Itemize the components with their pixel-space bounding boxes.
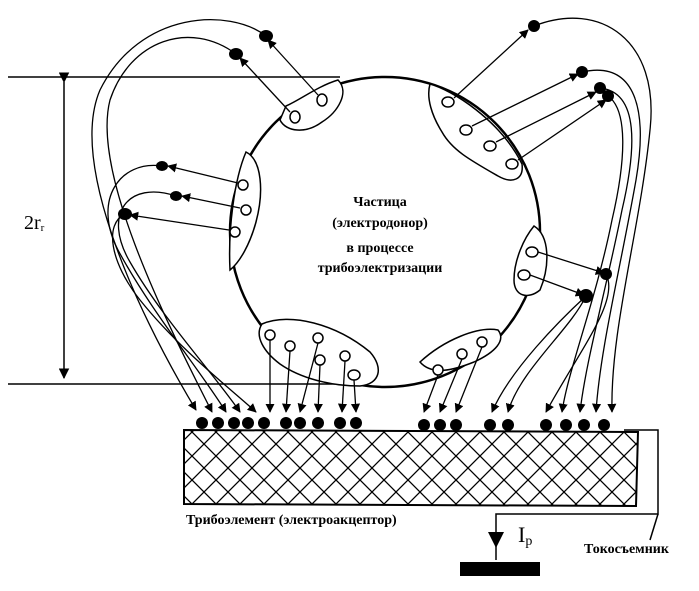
collector-pointer [649, 513, 659, 541]
trajectory-line [576, 87, 633, 413]
emission-arrows [129, 29, 607, 297]
filled-charge [312, 417, 324, 429]
filled-charge [294, 417, 306, 429]
filled-charge [450, 419, 462, 431]
diameter-label-main: 2r [24, 212, 41, 234]
filled-charge [228, 417, 240, 429]
filled-charge [434, 419, 446, 431]
current-label-main: I [518, 522, 526, 547]
filled-charge [540, 419, 552, 431]
trajectory-line [454, 346, 483, 413]
hollow-charge [229, 226, 241, 238]
trajectory-line [422, 374, 439, 413]
particle-label-line3: в процессе [346, 241, 414, 256]
trajectory-line [91, 19, 267, 411]
diameter-label: 2rr [24, 212, 44, 235]
hollow-charge [264, 329, 276, 341]
emission-arrow [517, 99, 607, 161]
emission-arrow [529, 274, 585, 297]
trajectory-line [106, 36, 237, 413]
filled-charge [484, 419, 496, 431]
hollow-charge [456, 348, 468, 360]
emission-arrow [453, 29, 529, 99]
emission-arrow [471, 73, 579, 127]
trajectory-line [491, 295, 587, 413]
filled-charge [578, 419, 590, 431]
filled-charge [418, 419, 430, 431]
ground-plate [460, 562, 540, 576]
emission-arrow [495, 91, 597, 143]
filled-charge [350, 417, 362, 429]
current-label-sub: p [525, 534, 533, 549]
trajectory-line [337, 360, 348, 413]
triboelement-label: Трибоэлемент (электроакцептор) [186, 513, 397, 528]
triboelement-block [183, 428, 640, 508]
collector-label: Токосъемник [584, 542, 669, 557]
emission-arrow [239, 57, 291, 113]
hollow-charge [289, 110, 301, 124]
trajectory-line [281, 350, 292, 413]
hollow-charge [339, 350, 351, 362]
hollow-charge [314, 354, 326, 366]
trajectory-line [545, 273, 610, 413]
hollow-charge [312, 332, 324, 344]
hollow-charge [517, 269, 531, 281]
trajectory-line [117, 191, 241, 413]
electron-trajectories [91, 17, 652, 413]
particle-label-line1: Частица [353, 195, 407, 210]
filled-charge [258, 417, 270, 429]
filled-charge [212, 417, 224, 429]
trajectory-line [297, 342, 319, 413]
patch-top-right [428, 83, 523, 181]
collector-circuit [495, 429, 659, 560]
diameter-label-sub: r [40, 222, 45, 234]
hollow-charge [237, 179, 249, 191]
particle-charges [229, 93, 539, 381]
hollow-charge [441, 96, 455, 108]
trajectory-line [581, 69, 641, 413]
trajectory-line [558, 95, 624, 413]
emission-arrow [537, 251, 605, 275]
current-arrow [488, 532, 504, 548]
trajectory-line [505, 295, 587, 413]
hollow-charge [525, 246, 539, 258]
landed-electrons [196, 417, 610, 431]
hollow-charge [483, 140, 497, 152]
trajectory-line [533, 17, 652, 413]
hollow-charge [476, 336, 488, 348]
hollow-charge [432, 364, 444, 376]
hollow-charge [459, 124, 473, 136]
filled-charge [334, 417, 346, 429]
particle-label-line2: (электродонор) [332, 216, 428, 231]
emission-arrow [167, 163, 239, 184]
trajectory-line [112, 213, 257, 413]
trajectory-line [438, 358, 463, 413]
filled-charge [502, 419, 514, 431]
current-label: Ip [518, 522, 532, 550]
hollow-charge [347, 369, 361, 381]
emission-arrow [181, 193, 241, 209]
trajectory-line [350, 379, 361, 413]
filled-charge [280, 417, 292, 429]
particle-label-line4: трибоэлектризации [317, 261, 443, 276]
emission-arrow [129, 211, 230, 231]
emission-arrow [267, 39, 319, 96]
filled-charge [598, 419, 610, 431]
hollow-charge [284, 340, 296, 352]
filled-charge [560, 419, 572, 431]
hollow-charge [316, 93, 328, 107]
filled-charge [242, 417, 254, 429]
filled-charge [196, 417, 208, 429]
hollow-charge [505, 158, 519, 170]
dimension-lines [8, 72, 340, 385]
hollow-charge [240, 204, 252, 216]
trajectory-line [313, 364, 323, 413]
trajectory-line [107, 164, 227, 413]
